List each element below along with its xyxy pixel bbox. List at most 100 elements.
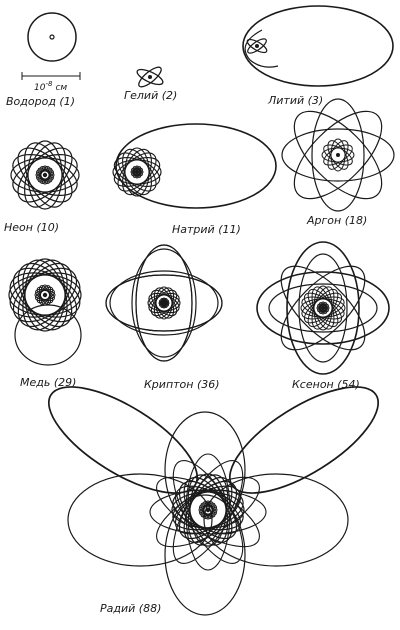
xenon-outer-shell-orbit-2 bbox=[286, 241, 360, 375]
helium-nucleus bbox=[148, 75, 152, 79]
copper-shells bbox=[8, 258, 82, 332]
radium-right-lobe-orbit bbox=[203, 473, 349, 567]
sodium-core bbox=[112, 147, 162, 197]
hydrogen-nucleus bbox=[49, 34, 55, 40]
radium-left-lobe-orbit bbox=[67, 473, 213, 567]
xenon-inner-shells-inner-orbit-6 bbox=[317, 303, 329, 313]
atom-neon-orbit-1 bbox=[10, 157, 80, 193]
caption-hydrogen: Водород (1) bbox=[6, 95, 75, 108]
sodium-core-orbit-6 bbox=[122, 148, 152, 196]
caption-krypton: Криптон (36) bbox=[144, 378, 220, 391]
sodium-core-orbit-3 bbox=[117, 152, 157, 192]
sodium-core-orbit-1 bbox=[112, 159, 162, 185]
atom-neon-orbit-4 bbox=[24, 142, 66, 208]
lithium-outer-orbit bbox=[242, 5, 394, 87]
sodium-core-orbit-5 bbox=[124, 147, 150, 197]
atom-copper bbox=[8, 258, 82, 366]
atom-neon-orbit-3 bbox=[17, 147, 73, 203]
atom-helium bbox=[136, 66, 164, 88]
caption-copper: Медь (29) bbox=[20, 376, 76, 389]
xenon-outer-shell bbox=[256, 241, 390, 375]
krypton-outer-shell bbox=[105, 244, 223, 362]
sodium-core-orbit-2 bbox=[113, 157, 161, 187]
copper-shells-orbit-4 bbox=[17, 262, 73, 328]
sodium-core-orbit-4 bbox=[122, 148, 152, 196]
xenon-inner-shells bbox=[300, 285, 346, 331]
argon-middle-shell-orbit-2 bbox=[323, 144, 353, 166]
krypton-outer-shell-2-orbit-2 bbox=[131, 248, 197, 358]
atom-neon-orbit-2 bbox=[12, 154, 78, 196]
xenon-middle-shell bbox=[268, 253, 378, 363]
atom-neon-nucleus bbox=[42, 172, 48, 178]
argon-outer-shell-orbit-1 bbox=[281, 128, 395, 182]
copper-shells-inner-orbit-8 bbox=[35, 288, 55, 302]
krypton-inner-shells bbox=[147, 286, 181, 320]
krypton-outer-shell-orbit-3 bbox=[105, 274, 223, 332]
xenon-middle-shell-orbit-1 bbox=[268, 283, 378, 333]
krypton-outer-shell-orbit-4 bbox=[135, 244, 193, 362]
caption-xenon: Ксенон (54) bbox=[292, 378, 360, 391]
atom-neon bbox=[10, 140, 80, 210]
lithium-core-orbit-1 bbox=[246, 38, 268, 54]
helium-orbit-1 bbox=[136, 68, 164, 86]
helium-orbit-2 bbox=[138, 66, 162, 88]
sodium-core-inner-orbit-6 bbox=[131, 167, 143, 177]
krypton-inner-shells-inner-orbit-6 bbox=[159, 299, 169, 307]
xenon-outer-shell-orbit-1 bbox=[256, 271, 390, 345]
argon-middle-shell-orbit-6 bbox=[323, 144, 353, 166]
xenon-middle-shell-orbit-4 bbox=[280, 265, 366, 351]
caption-radium: Радий (88) bbox=[100, 602, 161, 615]
atom-neon-orbit-6 bbox=[24, 142, 66, 208]
argon-middle-shell-orbit-4 bbox=[330, 138, 346, 172]
copper-shells-orbit-2 bbox=[9, 272, 81, 318]
copper-shells-orbit-9 bbox=[12, 267, 78, 323]
caption-lithium: Литий (3) bbox=[267, 94, 323, 107]
sodium-core-nucleus bbox=[134, 169, 140, 175]
radium-core-shells-inner-orbit-8 bbox=[199, 504, 217, 516]
radium-core-shells bbox=[171, 473, 245, 547]
atom-neon-orbit-7 bbox=[17, 147, 73, 203]
argon-outer-shell-orbit-3 bbox=[311, 98, 365, 212]
copper-shells-orbit-10 bbox=[9, 272, 81, 318]
radium-bottom-petal-orbit bbox=[164, 494, 246, 616]
krypton-outer-shell-2-orbit-1 bbox=[109, 270, 219, 336]
argon-middle-shell bbox=[321, 138, 355, 172]
caption-neon: Неон (10) bbox=[4, 221, 59, 234]
scale-exponent: -8 bbox=[45, 80, 53, 88]
caption-helium: Гелий (2) bbox=[124, 89, 177, 102]
copper-shells-orbit-7 bbox=[22, 259, 68, 331]
sodium-core-orbit-8 bbox=[113, 157, 161, 187]
atom-radium bbox=[47, 386, 380, 616]
copper-shells-orbit-6 bbox=[24, 258, 66, 332]
krypton-outer-shell-2 bbox=[109, 248, 219, 358]
krypton-inner-shells-nucleus bbox=[161, 300, 167, 306]
argon-middle-shell-orbit-1 bbox=[321, 147, 355, 163]
atom-neon-inner-orbit-8 bbox=[36, 169, 54, 181]
atom-neon-orbit-5 bbox=[27, 140, 63, 210]
xenon-middle-shell-orbit-3 bbox=[298, 253, 348, 363]
krypton-inner-shells-orbit-8 bbox=[148, 292, 180, 314]
argon-outer-shell-orbit-2 bbox=[293, 110, 383, 200]
lithium-nucleus bbox=[255, 44, 259, 48]
xenon-middle-shell-orbit-2 bbox=[280, 265, 366, 351]
copper-shells-orbit-8 bbox=[17, 262, 73, 328]
copper-shells-orbit-1 bbox=[8, 274, 82, 316]
argon-nucleus bbox=[336, 153, 340, 157]
radium-core-shells-orbit-12 bbox=[172, 489, 244, 531]
argon-outer-shell bbox=[281, 98, 395, 212]
caption-argon: Аргон (18) bbox=[306, 214, 367, 227]
atom-lithium bbox=[242, 5, 394, 87]
caption-sodium: Натрий (11) bbox=[172, 223, 241, 236]
sodium-core-orbit-7 bbox=[117, 152, 157, 192]
argon-outer-shell-orbit-4 bbox=[293, 110, 383, 200]
copper-shells-orbit-5 bbox=[22, 259, 68, 331]
atom-neon-orbit-8 bbox=[12, 154, 78, 196]
copper-outer-orbit bbox=[14, 304, 82, 366]
argon-middle-shell-orbit-5 bbox=[327, 140, 349, 170]
xenon-inner-shells-nucleus bbox=[320, 305, 326, 311]
atom-sodium bbox=[112, 123, 277, 209]
radium-right-wing-orbit bbox=[228, 386, 380, 494]
